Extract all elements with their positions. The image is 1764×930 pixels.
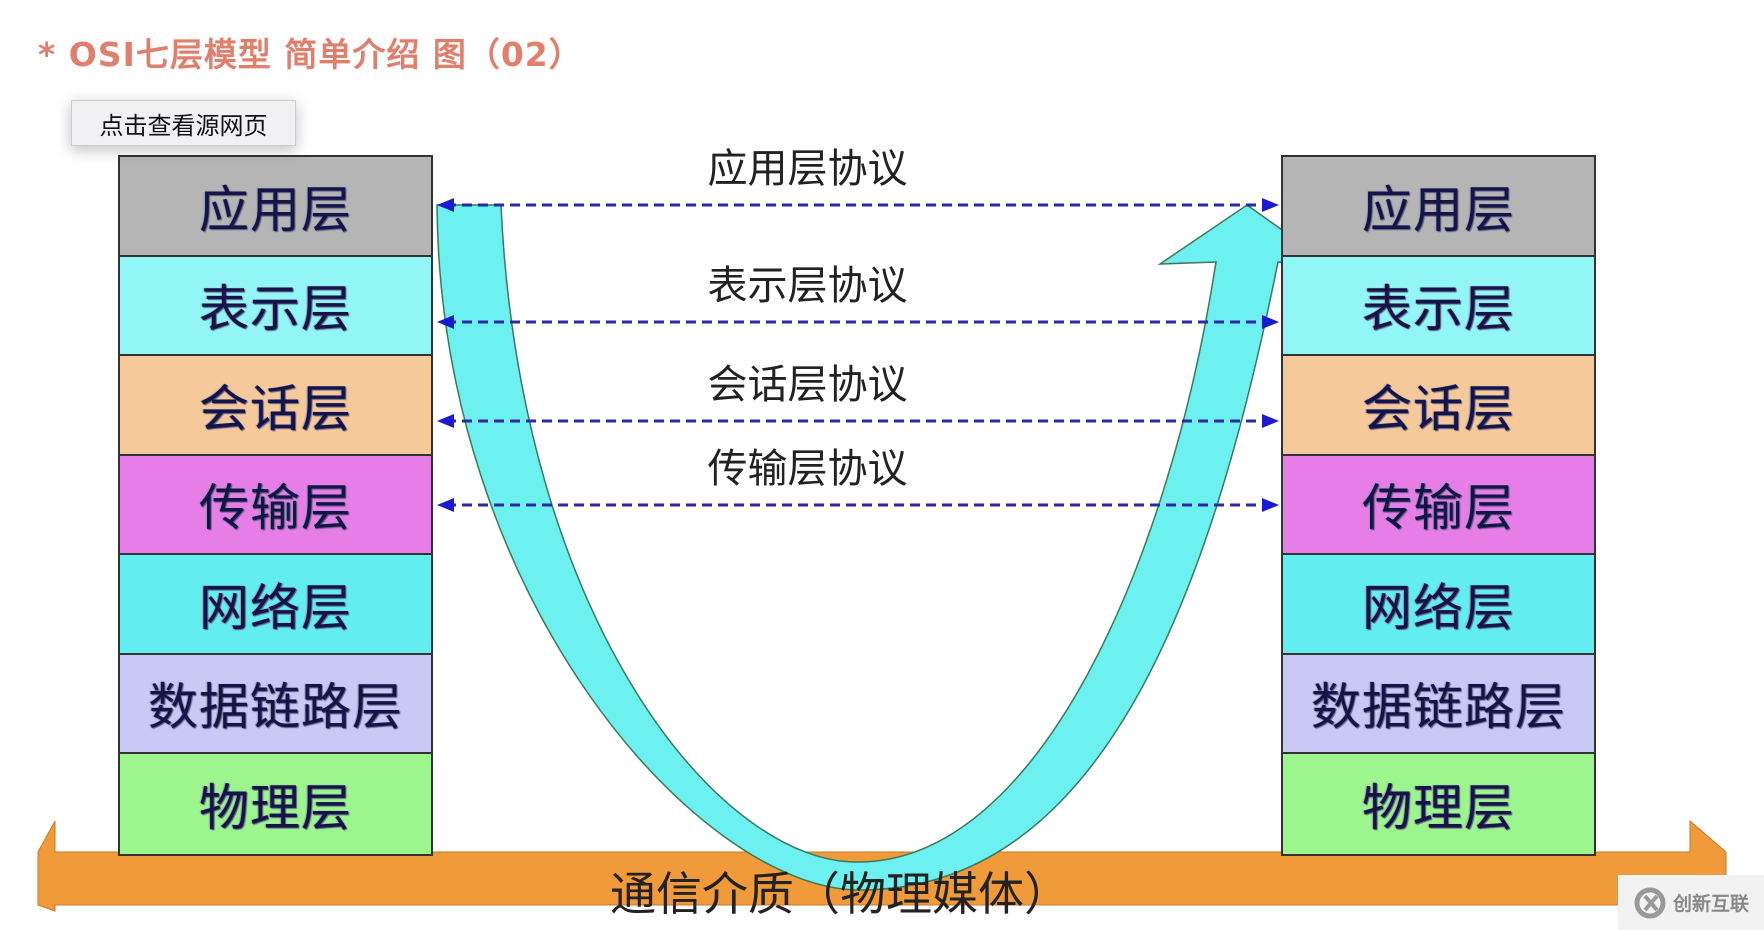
protocol-label-application: 应用层协议 bbox=[707, 146, 908, 192]
right-layer-1: 表示层 bbox=[1283, 256, 1594, 356]
watermark-logo: 创新互联 bbox=[1618, 875, 1764, 930]
arrowhead-icon bbox=[437, 414, 454, 428]
left-layer-5: 数据链路层 bbox=[120, 654, 431, 754]
right-layer-3: 传输层 bbox=[1283, 455, 1594, 555]
protocol-label-presentation: 表示层协议 bbox=[707, 263, 908, 309]
right-layer-4: 网络层 bbox=[1283, 555, 1594, 655]
logo-icon bbox=[1634, 887, 1666, 918]
left-layer-0: 应用层 bbox=[120, 157, 431, 257]
arrowhead-icon bbox=[1262, 198, 1279, 212]
protocol-label-session: 会话层协议 bbox=[707, 362, 908, 408]
left-osi-stack: 应用层表示层会话层传输层网络层数据链路层物理层 bbox=[118, 155, 433, 856]
right-layer-6: 物理层 bbox=[1283, 754, 1594, 854]
arrowhead-icon bbox=[437, 315, 454, 329]
arrowhead-icon bbox=[1262, 498, 1279, 512]
right-layer-2: 会话层 bbox=[1283, 356, 1594, 456]
left-layer-2: 会话层 bbox=[120, 356, 431, 456]
left-layer-6: 物理层 bbox=[120, 754, 431, 854]
medium-label: 通信介质（物理媒体） bbox=[610, 867, 1070, 921]
right-osi-stack: 应用层表示层会话层传输层网络层数据链路层物理层 bbox=[1281, 155, 1596, 856]
left-layer-3: 传输层 bbox=[120, 455, 431, 555]
view-source-tooltip[interactable]: 点击查看源网页 bbox=[71, 100, 296, 146]
arrowhead-icon bbox=[1262, 414, 1279, 428]
left-layer-4: 网络层 bbox=[120, 555, 431, 655]
protocol-label-transport: 传输层协议 bbox=[707, 446, 908, 492]
arrowhead-icon bbox=[1262, 315, 1279, 329]
arrowhead-icon bbox=[437, 198, 454, 212]
page-title: * OSI七层模型 简单介绍 图（02） bbox=[38, 35, 583, 74]
watermark-text: 创新互联 bbox=[1672, 893, 1749, 915]
right-layer-5: 数据链路层 bbox=[1283, 654, 1594, 754]
left-layer-1: 表示层 bbox=[120, 256, 431, 356]
arrowhead-icon bbox=[437, 498, 454, 512]
right-layer-0: 应用层 bbox=[1283, 157, 1594, 257]
